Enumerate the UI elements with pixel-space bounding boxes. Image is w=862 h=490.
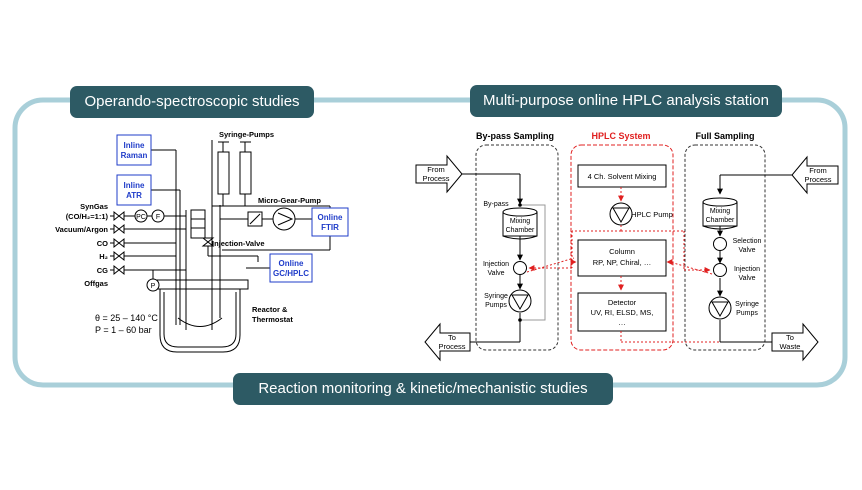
- bypass-line: [520, 204, 546, 321]
- p-label: P: [151, 283, 156, 290]
- by-pass-label: By-pass: [483, 201, 509, 208]
- gas-cg: CG: [97, 266, 108, 275]
- syringe-1: [217, 151, 230, 195]
- online-ftir-line1: Online: [318, 213, 343, 222]
- online-gc-hplc-box: [269, 253, 313, 283]
- syringe-pumps-bypass-2: Pumps: [485, 302, 507, 309]
- pc-controller: [134, 209, 148, 223]
- full-sampling-panel: [684, 144, 766, 351]
- injection-valve-full-2: Valve: [739, 275, 756, 282]
- online-ftir-line2: FTIR: [321, 223, 339, 232]
- gas-vacuum-argon: Vacuum/Argon: [55, 225, 108, 234]
- bypass-panel: [475, 144, 559, 351]
- injection-valve-bypass: [513, 261, 527, 275]
- from-process-right-2: Process: [804, 175, 831, 184]
- reactor-label-2: Thermostat: [252, 315, 293, 324]
- from-process-right-1: From: [809, 166, 827, 175]
- hplc-system-panel: [570, 144, 674, 351]
- gas-h2: H₂: [99, 252, 108, 261]
- injection-valve-full-1: Injection: [734, 266, 760, 273]
- column-box: [577, 239, 667, 277]
- micro-gear-pump-label: Micro-Gear-Pump: [258, 196, 321, 205]
- syringe-pumps-full-1: Syringe: [735, 301, 759, 308]
- from-process-left-1: From: [427, 165, 445, 174]
- to-waste-2: Waste: [780, 342, 801, 351]
- to-waste-1: To: [786, 333, 794, 342]
- selection-valve-full: [713, 237, 727, 251]
- filter-block: [190, 209, 206, 239]
- mixing-chamber-full-2: Chamber: [706, 217, 735, 224]
- column-label-2: RP, NP, Chiral, …: [593, 258, 652, 267]
- inline-raman-line1: Inline: [124, 141, 145, 150]
- injection-valve-label: Injection-Valve: [212, 239, 265, 248]
- detector-label-1: Detector: [608, 298, 637, 307]
- temperature-range: θ = 25 – 140 °C: [95, 313, 158, 323]
- syringe-pumps-full-2: Pumps: [736, 310, 758, 317]
- gas-co: CO: [97, 239, 108, 248]
- mixing-chamber-full-1: Mixing: [710, 208, 730, 215]
- gas-syngas: SynGas: [80, 202, 108, 211]
- injection-valve-bypass-1: Injection: [483, 261, 509, 268]
- reactor-setup: [110, 140, 331, 353]
- mixing-chamber-bypass-1: Mixing: [510, 218, 530, 225]
- injection-valve-bypass-2: Valve: [488, 270, 505, 277]
- online-gc-line1: Online: [279, 259, 304, 268]
- detector-box: [577, 292, 667, 332]
- bypass-title: By-pass Sampling: [476, 131, 554, 141]
- banner-operando: Operando-spectroscopic studies: [70, 86, 314, 118]
- selection-valve-label-2: Valve: [739, 247, 756, 254]
- reactor-vessel: [159, 287, 241, 353]
- mixing-chamber-full: [702, 197, 738, 230]
- full-sampling-title: Full Sampling: [695, 131, 754, 141]
- online-gc-line2: GC/HPLC: [273, 269, 309, 278]
- pressure-gauge: [146, 278, 160, 292]
- gas-offgas: Offgas: [84, 279, 108, 288]
- column-label-1: Column: [609, 247, 635, 256]
- hplc-pump-label: HPLC Pump: [631, 210, 673, 219]
- to-process-1: To: [448, 333, 456, 342]
- injection-valve-full: [713, 263, 727, 277]
- gas-valves: [113, 210, 125, 276]
- from-process-arrow-right: [791, 155, 839, 195]
- inline-atr-line2: ATR: [126, 191, 142, 200]
- solvent-mixing-label: 4 Ch. Solvent Mixing: [588, 172, 657, 181]
- pressure-range: P = 1 – 60 bar: [95, 325, 152, 335]
- mixing-chamber-bypass: [502, 207, 538, 240]
- detector-label-2: UV, RI, ELSD, MS,: [591, 308, 654, 317]
- to-process-2: Process: [438, 342, 465, 351]
- inline-raman-line2: Raman: [121, 151, 148, 160]
- flow-meter: [151, 209, 165, 223]
- from-process-left-2: Process: [422, 174, 449, 183]
- reactor-lid: [151, 279, 249, 290]
- injection-valve-symbol: [201, 237, 215, 247]
- banner-hplc-station: Multi-purpose online HPLC analysis stati…: [470, 85, 782, 117]
- from-process-arrow-left: [415, 154, 463, 194]
- online-ftir-box: [311, 207, 349, 237]
- mixing-chamber-bypass-2: Chamber: [506, 227, 535, 234]
- to-waste-arrow: [771, 322, 819, 362]
- selection-valve-label-1: Selection: [733, 238, 762, 245]
- reactor-label-1: Reactor &: [252, 305, 288, 314]
- syringe-2: [239, 151, 252, 195]
- pc-label: PC: [136, 214, 146, 221]
- reactor-jacket: [163, 292, 237, 348]
- inline-raman-box: [116, 134, 152, 166]
- banner-reaction-monitoring: Reaction monitoring & kinetic/mechanisti…: [233, 373, 613, 405]
- to-process-arrow: [424, 322, 471, 362]
- hplc-system-title: HPLC System: [591, 131, 650, 141]
- solvent-mixing-box: [577, 164, 667, 188]
- f-label: F: [156, 214, 160, 221]
- gas-syngas-ratio: (CO/H₂=1:1): [66, 212, 109, 221]
- inline-atr-box: [116, 174, 152, 206]
- syringe-pumps-label: Syringe-Pumps: [219, 130, 274, 139]
- detector-label-3: …: [618, 318, 626, 327]
- reactor-liquid: [177, 317, 223, 327]
- syringe-pumps-bypass-1: Syringe: [484, 293, 508, 300]
- inline-atr-line1: Inline: [124, 181, 145, 190]
